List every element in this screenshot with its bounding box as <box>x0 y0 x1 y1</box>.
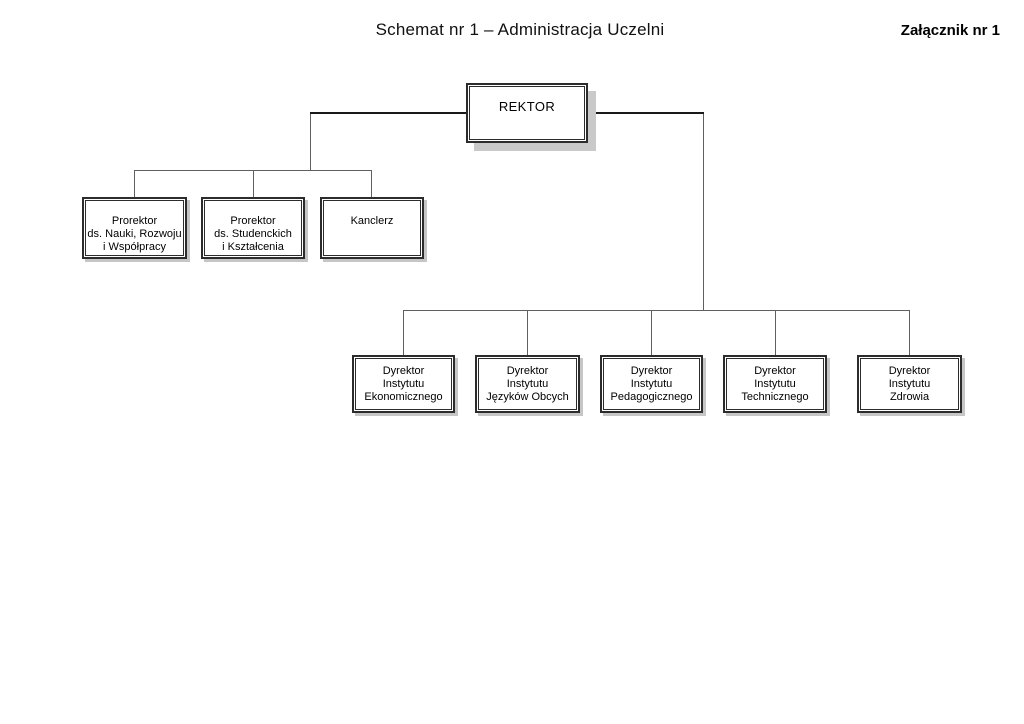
org-node-kanclerz: Kanclerz <box>320 197 424 259</box>
attachment-label: Załącznik nr 1 <box>900 22 1000 39</box>
node-label: Dyrektor Instytutu Ekonomicznego <box>355 358 452 410</box>
node-label: Dyrektor Instytutu Zdrowia <box>860 358 959 410</box>
org-node-dyrektor-jezykow-obcych: Dyrektor Instytutu Języków Obcych <box>475 355 580 413</box>
org-node-prorektor-studenckich: Prorektor ds. Studenckich i Kształcenia <box>201 197 305 259</box>
node-label: Kanclerz <box>323 200 421 256</box>
node-label: REKTOR <box>469 86 585 140</box>
node-label-line: Prorektor <box>111 215 158 227</box>
connector-line <box>403 310 404 355</box>
connector-line <box>403 310 910 311</box>
org-node-rektor: REKTOR <box>466 83 588 143</box>
connector-line <box>134 170 135 197</box>
node-label-line: Dyrektor <box>888 364 931 377</box>
node-label: Dyrektor Instytutu Języków Obcych <box>478 358 577 410</box>
node-label-line: REKTOR <box>498 99 556 114</box>
connector-line <box>909 310 910 355</box>
node-label: Dyrektor Instytutu Pedagogicznego <box>603 358 700 410</box>
node-label-line: Instytutu <box>506 377 549 390</box>
node-label-line: Technicznego <box>741 390 809 403</box>
connector-line <box>586 112 704 114</box>
node-label-line: Prorektor <box>230 215 276 227</box>
node-label-line: Instytutu <box>888 377 931 390</box>
connector-line <box>651 310 652 355</box>
node-label-line: Kanclerz <box>350 215 394 227</box>
node-label-line: Ekonomicznego <box>364 390 443 403</box>
node-label: Prorektor ds. Nauki, Rozwoju i Współprac… <box>85 200 184 256</box>
node-label-line: i Kształcenia <box>222 241 284 253</box>
node-label-line: Instytutu <box>382 377 425 390</box>
node-label-line: i Współpracy <box>103 241 166 253</box>
connector-line <box>310 114 311 170</box>
org-node-dyrektor-technicznego: Dyrektor Instytutu Technicznego <box>723 355 827 413</box>
org-node-dyrektor-ekonomicznego: Dyrektor Instytutu Ekonomicznego <box>352 355 455 413</box>
node-label-line: Zdrowia <box>889 390 930 403</box>
node-label-line: ds. Nauki, Rozwoju <box>87 228 182 240</box>
node-label-line: Instytutu <box>754 377 796 390</box>
connector-line <box>253 170 254 197</box>
node-label-line: Dyrektor <box>630 364 673 377</box>
node-label-line: Dyrektor <box>382 364 425 377</box>
connector-line <box>775 310 776 355</box>
org-node-prorektor-nauki: Prorektor ds. Nauki, Rozwoju i Współprac… <box>82 197 187 259</box>
node-label-line: ds. Studenckich <box>214 228 292 240</box>
node-label-line: Instytutu <box>630 377 673 390</box>
node-label: Dyrektor Instytutu Technicznego <box>726 358 824 410</box>
node-label-line: Dyrektor <box>506 364 549 377</box>
connector-line <box>703 114 704 310</box>
page-title: Schemat nr 1 – Administracja Uczelni <box>375 20 665 39</box>
node-label-line: Języków Obcych <box>486 390 569 403</box>
node-label: Prorektor ds. Studenckich i Kształcenia <box>204 200 302 256</box>
connector-line <box>310 112 468 114</box>
org-node-dyrektor-zdrowia: Dyrektor Instytutu Zdrowia <box>857 355 962 413</box>
node-label-line: Dyrektor <box>754 364 796 377</box>
org-node-dyrektor-pedagogicznego: Dyrektor Instytutu Pedagogicznego <box>600 355 703 413</box>
connector-line <box>527 310 528 355</box>
node-label-line: Pedagogicznego <box>610 390 693 403</box>
connector-line <box>371 170 372 197</box>
